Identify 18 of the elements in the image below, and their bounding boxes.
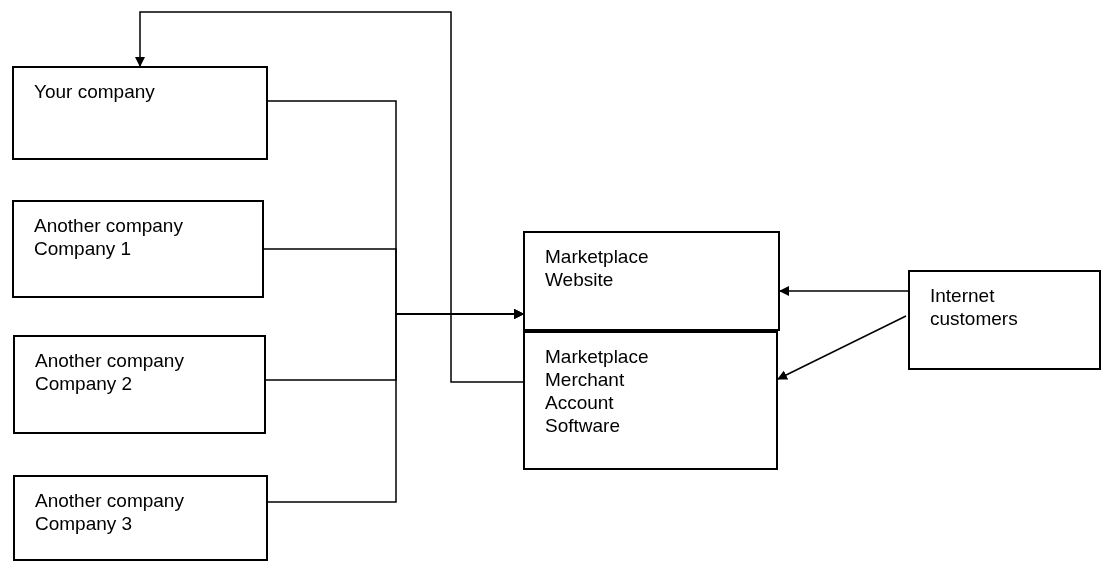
box-label: Marketplace Merchant Account Software bbox=[545, 345, 650, 437]
arrow bbox=[779, 286, 909, 296]
box-label: Another company Company 3 bbox=[35, 489, 185, 535]
process-box bbox=[12, 200, 264, 298]
box-label: Another company Company 1 bbox=[34, 214, 184, 260]
process-box bbox=[13, 475, 268, 561]
box-label: Marketplace Website bbox=[545, 245, 650, 291]
process-box bbox=[523, 331, 778, 470]
process-box bbox=[523, 231, 780, 331]
box-label: Internet customers bbox=[930, 284, 1019, 330]
arrow bbox=[267, 309, 524, 503]
process-box bbox=[12, 66, 268, 160]
box-label: Another company Company 2 bbox=[35, 349, 185, 395]
process-box bbox=[13, 335, 266, 434]
arrow bbox=[135, 11, 524, 383]
process-box bbox=[908, 270, 1101, 370]
arrow bbox=[777, 315, 907, 380]
box-label: Your company bbox=[34, 80, 156, 103]
